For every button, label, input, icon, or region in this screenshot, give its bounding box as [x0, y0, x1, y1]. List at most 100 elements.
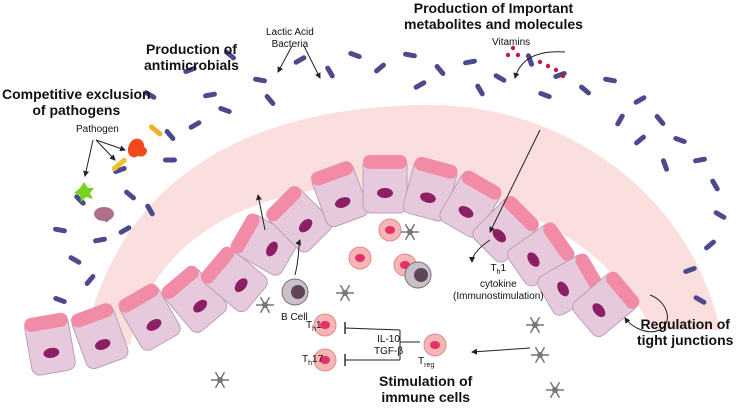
- vitamin-icon: [537, 59, 543, 65]
- dendritic-cell-icon: [546, 381, 564, 399]
- vitamin-icon: [553, 67, 559, 73]
- bacterium-icon: [493, 73, 507, 83]
- cell-apex: [200, 246, 235, 284]
- bacterium-icon: [264, 94, 276, 106]
- bacterium-icon: [348, 50, 362, 60]
- bacterium-icon: [218, 105, 232, 115]
- nucleus: [146, 319, 162, 331]
- pathogen-rod-icon: [148, 124, 163, 137]
- dendritic-cell-icon: [211, 371, 229, 389]
- vitamin-icon: [560, 73, 566, 79]
- cell-apex: [311, 161, 354, 186]
- bacterium-icon: [713, 210, 727, 220]
- bacterium-icon: [53, 226, 67, 234]
- nucleus: [193, 299, 208, 313]
- bacterium-icon: [183, 65, 197, 75]
- bacterium-icon: [434, 64, 446, 76]
- bacterium-icon: [188, 120, 202, 130]
- mucus-layer: [85, 105, 720, 345]
- bacterium-icon: [634, 134, 646, 146]
- cell-apex: [24, 312, 68, 332]
- b-cell-nucleus: [291, 285, 305, 299]
- pathogen-rod-icon: [111, 157, 127, 172]
- cell-apex: [543, 222, 575, 262]
- immune-cell-nucleus: [430, 341, 440, 349]
- nucleus: [335, 197, 351, 208]
- bacterium-icon: [113, 165, 127, 175]
- nucleus: [266, 241, 278, 257]
- bacterium-icon: [253, 76, 267, 84]
- cell-apex: [605, 271, 640, 309]
- nucleus: [592, 303, 606, 318]
- nucleus: [557, 281, 569, 297]
- immune-cell-nucleus: [385, 226, 395, 234]
- vitamin-icon: [505, 52, 511, 58]
- bacterium-icon: [538, 90, 552, 100]
- treg-arrow: [471, 347, 531, 355]
- cell-apex: [414, 156, 458, 179]
- dendritic-cell-icon: [336, 284, 354, 302]
- bacterium-icon: [203, 91, 217, 99]
- label-th17: Th17: [302, 354, 324, 367]
- bacterium-icon: [143, 90, 157, 100]
- label-vitamins: Vitamins: [492, 37, 531, 48]
- bacterium-icon: [463, 58, 477, 66]
- bacterium-icon: [553, 70, 567, 80]
- vitamin-icon: [510, 45, 516, 51]
- metabolite-arrow: [489, 129, 541, 233]
- immune-cells: [74, 45, 566, 399]
- pathogen-arrow: [95, 139, 116, 161]
- cell-apex: [363, 155, 407, 169]
- epithelial-cell: [161, 265, 228, 333]
- label-b-cell: B Cell: [281, 312, 308, 323]
- nucleus: [527, 252, 540, 267]
- tight-junction-arrow: [624, 294, 668, 333]
- bacterium-icon: [413, 80, 427, 90]
- inhibition-lines: [344, 327, 420, 361]
- pathogen-arrow: [95, 139, 126, 152]
- bacterium-icon: [683, 265, 697, 275]
- cell-apex: [161, 265, 199, 300]
- immune-cell-nucleus: [355, 254, 365, 262]
- cell-apex: [503, 196, 539, 232]
- bacterium-icon: [124, 189, 136, 201]
- nucleus: [234, 278, 248, 293]
- pathogen-icon: [127, 138, 147, 158]
- nucleus: [377, 188, 393, 198]
- bacterium-icon: [325, 65, 335, 79]
- nucleus: [298, 218, 313, 233]
- epithelial-cell: [118, 283, 181, 351]
- nucleus: [420, 192, 436, 203]
- plasma-cell-nucleus: [414, 268, 428, 282]
- dendritic-cell-icon: [531, 346, 549, 364]
- vitamins-arrow: [513, 51, 566, 79]
- bacterium-icon: [475, 83, 485, 97]
- label-th1-cytokine: Th1 cytokine (Immunostimulation): [453, 263, 544, 302]
- bacterium-icon: [93, 236, 107, 244]
- bacterium-icon: [84, 274, 96, 286]
- nucleus: [43, 347, 60, 358]
- epithelial-cell: [266, 186, 333, 253]
- bacterium-icon: [673, 135, 687, 145]
- bacterium-icon: [693, 156, 707, 164]
- label-pathogen: Pathogen: [76, 124, 119, 135]
- pathogen-blob-icon: [94, 207, 114, 221]
- cell-apex: [230, 213, 260, 254]
- bacteria-arrow: [277, 45, 293, 73]
- immune-cell-nucleus: [320, 321, 330, 329]
- nucleus: [95, 339, 111, 350]
- bacterium-icon: [633, 95, 647, 105]
- epithelial-cell: [71, 303, 129, 370]
- antibody-arrow: [256, 194, 266, 231]
- bacterium-icon: [704, 239, 716, 251]
- epithelial-cell: [311, 161, 369, 228]
- bacteria-arrow: [303, 45, 321, 79]
- vitamin-icon: [545, 63, 551, 69]
